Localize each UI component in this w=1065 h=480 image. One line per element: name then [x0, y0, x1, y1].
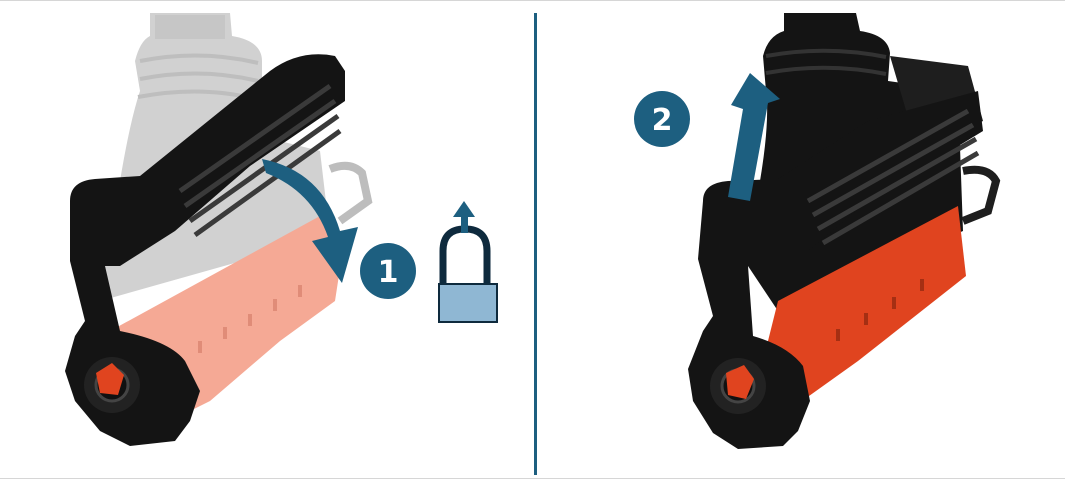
step-1-badge: 1 — [360, 243, 416, 299]
panel-divider — [534, 13, 537, 475]
step-2-badge: 2 — [634, 91, 690, 147]
step-1-illustration: 1 — [0, 1, 534, 480]
step-1-number: 1 — [378, 255, 399, 290]
step-2-number: 2 — [652, 103, 673, 138]
unlock-padlock-icon — [439, 201, 497, 322]
step-2-panel: 2 — [538, 1, 1065, 480]
step-1-panel: 1 — [0, 1, 534, 480]
step-2-illustration: 2 — [538, 1, 1065, 480]
